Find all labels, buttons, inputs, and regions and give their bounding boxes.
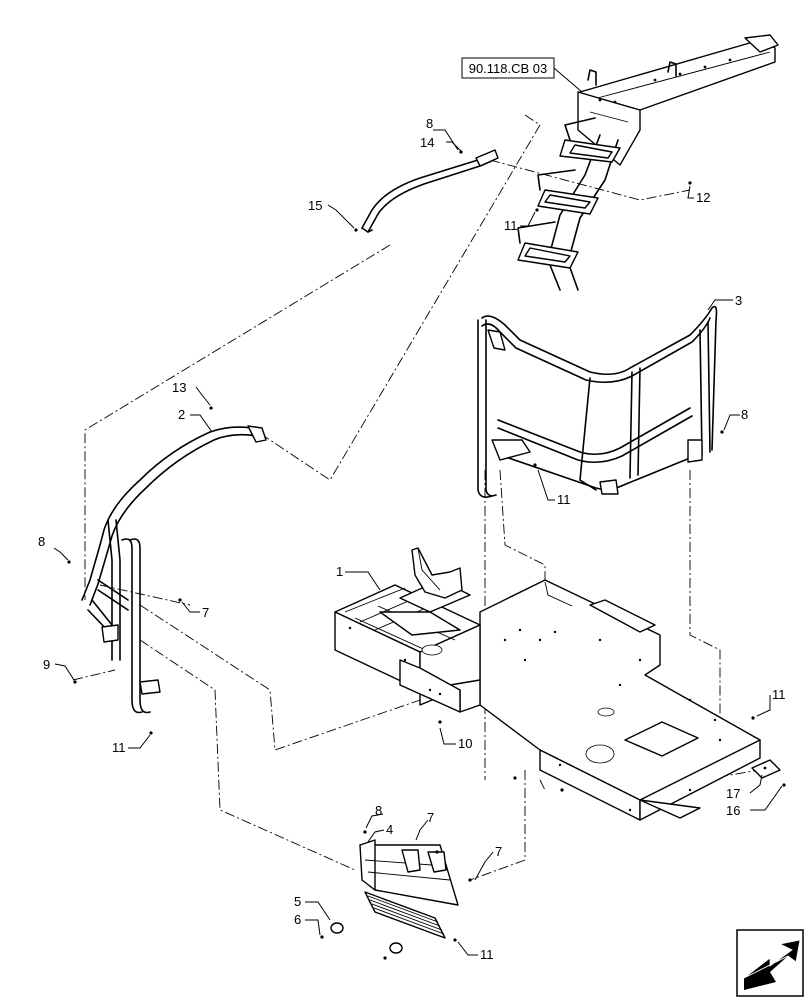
callout-9: 9 — [43, 657, 50, 672]
callout-3: 3 — [735, 293, 742, 308]
bracket-part-17 — [751, 759, 786, 787]
callout-5: 5 — [294, 894, 301, 909]
step-ladder-assembly — [517, 34, 779, 291]
step-assembly-part-4 — [320, 830, 472, 960]
callout-12: 12 — [696, 190, 710, 205]
callout-2: 2 — [178, 407, 185, 422]
callout-8-top: 8 — [426, 116, 433, 131]
callout-17: 17 — [726, 786, 740, 801]
callout-11-ladder: 11 — [504, 218, 518, 233]
callout-15: 15 — [308, 198, 322, 213]
next-page-arrow-icon[interactable] — [736, 929, 804, 997]
callout-4: 4 — [386, 822, 393, 837]
assembly-center-lines — [72, 114, 761, 881]
fastener-markers — [67, 150, 755, 792]
callout-7-left: 7 — [202, 605, 209, 620]
callout-8-right: 8 — [741, 407, 748, 422]
left-handrail-part-2 — [81, 425, 267, 714]
callout-16: 16 — [726, 803, 740, 818]
callout-labels: 1 2 3 4 5 6 7 7 7 8 8 8 8 9 10 11 11 11 … — [38, 116, 786, 962]
reference-box[interactable]: 90.118.CB 03 — [461, 57, 583, 93]
callout-7-step-a: 7 — [427, 810, 434, 825]
handrail-part-14 — [361, 149, 499, 233]
callout-8-left: 8 — [38, 534, 45, 549]
callout-11-left: 11 — [112, 740, 126, 755]
callout-6: 6 — [294, 912, 301, 927]
callout-8-step: 8 — [375, 803, 382, 818]
callout-14: 14 — [420, 135, 434, 150]
callout-13: 13 — [172, 380, 186, 395]
right-handrail-part-3 — [477, 305, 718, 498]
callout-leaders — [53, 129, 783, 956]
callout-11-step: 11 — [480, 947, 494, 962]
callout-10: 10 — [458, 736, 472, 751]
callout-11-platform: 11 — [772, 687, 786, 702]
callout-1: 1 — [336, 564, 343, 579]
reference-label: 90.118.CB 03 — [469, 61, 548, 76]
callout-7-step-b: 7 — [495, 844, 502, 859]
platform-frame-part-1 — [334, 547, 761, 821]
callout-11-rail: 11 — [557, 492, 571, 507]
